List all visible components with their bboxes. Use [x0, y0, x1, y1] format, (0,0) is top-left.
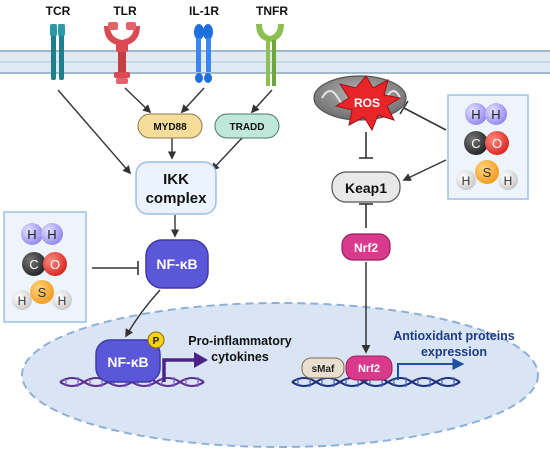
left-h2-molecule: H H: [21, 223, 63, 245]
right-h3-label: H: [462, 174, 471, 188]
ikk-label-line2: complex: [146, 190, 208, 207]
antioxidant-transcription-arrow: [397, 358, 465, 380]
ros-label: ROS: [354, 96, 380, 110]
right-gasotransmitters-panel: H H C O H S H: [447, 94, 529, 200]
tradd-box: TRADD: [214, 113, 280, 139]
tnfr-receptor: [256, 24, 284, 86]
antioxidant-label-line2: expression: [421, 345, 487, 359]
right-ros-inhibition: [399, 100, 447, 131]
right-c-label: C: [471, 136, 480, 151]
phospho-badge: [147, 331, 165, 349]
left-o-label: O: [50, 257, 60, 272]
tcr-label: TCR: [46, 4, 71, 18]
nfkb-translocation-arrow: [125, 289, 161, 338]
tcr-receptor: [50, 24, 65, 80]
left-h2s-molecule: H S H: [12, 280, 72, 310]
ros-keap1-inhibition: [359, 132, 373, 159]
keap1-label: Keap1: [345, 180, 387, 196]
nfkb-label: NF-κB: [156, 256, 197, 272]
smaf-box: sMaf: [301, 357, 345, 379]
phospho-label: P: [153, 336, 160, 347]
right-h2s-molecule: H S H: [456, 160, 518, 190]
receptor-arrows: [57, 87, 273, 238]
il1r-receptor: [194, 24, 213, 83]
right-h2-label: H: [491, 107, 500, 122]
nfkb-nuclear-box: NF-κB P: [95, 331, 165, 383]
ros-burst: ROS: [334, 75, 402, 132]
antioxidant-label-line1: Antioxidant proteins: [393, 329, 515, 343]
left-co-molecule: C O: [22, 252, 67, 276]
nrf2-box: Nrf2: [341, 233, 391, 261]
right-h1-label: H: [471, 107, 480, 122]
keap1-box: Keap1: [331, 171, 401, 203]
nrf2-label: Nrf2: [354, 241, 378, 255]
smaf-label: sMaf: [312, 364, 335, 375]
myd88-box: MYD88: [137, 113, 203, 139]
ikk-label-line1: IKK: [163, 171, 189, 188]
tlr-label: TLR: [113, 4, 137, 18]
left-s-label: S: [38, 285, 47, 300]
left-inhibition-line: [92, 261, 139, 275]
proinflammatory-arrowhead: [194, 352, 208, 368]
left-h1-label: H: [27, 227, 36, 242]
right-h4-label: H: [504, 174, 513, 188]
myd88-label: MYD88: [153, 122, 187, 133]
right-s-label: S: [483, 165, 492, 180]
tnfr-label: TNFR: [256, 4, 288, 18]
nfkb-nuclear-label: NF-κB: [107, 354, 148, 370]
il1r-label: IL-1R: [189, 4, 219, 18]
nfkb-box: NF-κB: [145, 239, 209, 289]
left-h4-label: H: [58, 294, 67, 308]
right-co-molecule: C O: [464, 131, 509, 155]
right-h2-molecule: H H: [465, 103, 507, 125]
tlr-receptor: [104, 22, 140, 84]
nrf2-nuclear-label: Nrf2: [358, 363, 380, 375]
right-o-label: O: [492, 136, 502, 151]
left-c-label: C: [29, 257, 38, 272]
left-h3-label: H: [18, 294, 27, 308]
tradd-label: TRADD: [230, 122, 265, 133]
right-keap1-arrow: [402, 159, 447, 181]
left-gasotransmitters-panel: H H C O H S H: [3, 211, 87, 323]
proinflammatory-label-line1: Pro-inflammatory: [188, 334, 292, 348]
keap1-nrf2-inhibition: [359, 203, 373, 228]
left-h2-label: H: [47, 227, 56, 242]
ikk-complex-box: IKK complex: [135, 161, 217, 215]
proinflammatory-label-line2: cytokines: [211, 350, 269, 364]
proinflammatory-transcription-arrow: [162, 358, 196, 382]
nrf2-nuclear-box: Nrf2: [345, 355, 393, 381]
